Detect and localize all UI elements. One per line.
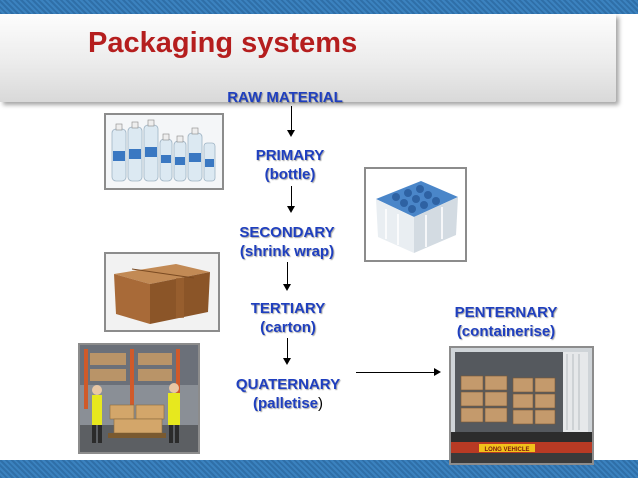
top-decorative-band: [0, 0, 638, 14]
arrow-head-icon: [283, 284, 291, 291]
shrink-wrap-photo: [364, 167, 467, 262]
shrink-wrap-illustration: [366, 169, 465, 260]
secondary-label: SECONDARY (shrink wrap): [239, 224, 335, 260]
carton-illustration: [106, 254, 218, 330]
arrow-primary-to-secondary: [291, 186, 292, 208]
arrow-secondary-to-tertiary: [287, 262, 288, 286]
truck-sign-text: LONG VEHICLE: [484, 447, 529, 453]
bottles-photo: [104, 113, 224, 190]
arrow-head-icon: [287, 130, 295, 137]
warehouse-illustration: [80, 345, 198, 452]
bottles-illustration: [106, 115, 222, 188]
arrow-head-icon: [287, 206, 295, 213]
tertiary-label: TERTIARY (carton): [250, 300, 326, 336]
raw-material-label: RAW MATERIAL: [227, 89, 343, 106]
arrow-head-icon: [283, 358, 291, 365]
title-bar: [0, 14, 616, 102]
container-truck-photo: LONG VEHICLE: [449, 346, 594, 465]
slide-title: Packaging systems: [88, 27, 358, 59]
carton-photo: [104, 252, 220, 332]
container-illustration: LONG VEHICLE: [451, 348, 592, 463]
arrow-raw-to-primary: [291, 106, 292, 132]
warehouse-photo: [78, 343, 200, 454]
quaternary-label: QUATERNARY (palletise): [235, 376, 341, 412]
arrow-quaternary-to-penternary: [356, 372, 436, 373]
arrow-tertiary-to-quaternary: [287, 338, 288, 360]
arrow-head-icon: [434, 368, 441, 376]
primary-label: PRIMARY (bottle): [255, 147, 325, 183]
penternary-label: PENTERNARY (containerise): [454, 304, 558, 340]
